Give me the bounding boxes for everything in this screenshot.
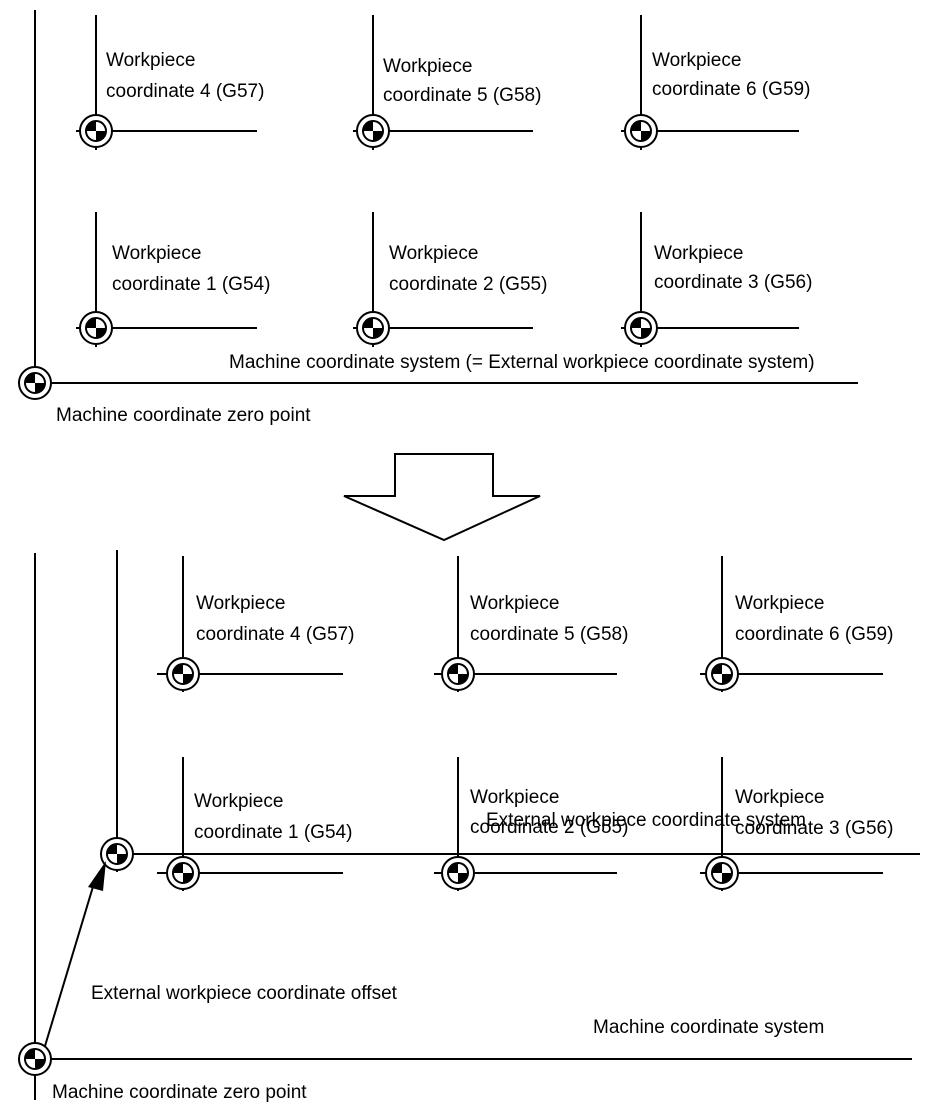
offset-arrow-head-icon: [88, 861, 106, 891]
top-machine-zero-icon: [18, 366, 52, 400]
origin-icon: [705, 856, 739, 890]
bottom-machine-system-label: Machine coordinate system: [593, 1017, 824, 1038]
origin-icon: [79, 311, 113, 345]
bottom-machine-zero-label: Machine coordinate zero point: [52, 1082, 307, 1103]
bottom-workpiece-6: Workpiece coordinate 6 (G59): [700, 556, 893, 692]
workpiece-label-line1: Workpiece: [470, 593, 559, 614]
workpiece-label-line2: coordinate 3 (G56): [654, 272, 812, 293]
bottom-workpiece-3: Workpiece coordinate 3 (G56): [700, 757, 893, 891]
workpiece-label-line1: Workpiece: [383, 56, 472, 77]
workpiece-label-line1: Workpiece: [112, 243, 201, 264]
top-workpiece-4: Workpiece coordinate 4 (G57): [76, 15, 264, 150]
workpiece-label-line2: coordinate 5 (G58): [383, 85, 541, 106]
top-workpiece-6: Workpiece coordinate 6 (G59): [621, 15, 810, 150]
bottom-workpiece-2: Workpiece coordinate 2 (G55): [434, 757, 628, 891]
top-workpiece-2: Workpiece coordinate 2 (G55): [353, 212, 547, 347]
top-machine-system-label: Machine coordinate system (= External wo…: [229, 352, 815, 373]
origin-icon: [166, 657, 200, 691]
workpiece-label-line2: coordinate 2 (G55): [470, 817, 628, 838]
workpiece-label-line2: coordinate 6 (G59): [652, 79, 810, 100]
origin-icon: [79, 114, 113, 148]
workpiece-label-line1: Workpiece: [652, 50, 741, 71]
workpiece-label-line1: Workpiece: [735, 787, 824, 808]
workpiece-label-line2: coordinate 3 (G56): [735, 818, 893, 839]
origin-icon: [705, 657, 739, 691]
top-diagram: Workpiece coordinate 4 (G57) Workpiece c…: [18, 10, 858, 426]
workpiece-label-line1: Workpiece: [389, 243, 478, 264]
top-workpiece-3: Workpiece coordinate 3 (G56): [621, 212, 812, 347]
top-machine-zero-label: Machine coordinate zero point: [56, 405, 311, 426]
origin-icon: [441, 856, 475, 890]
workpiece-label-line2: coordinate 4 (G57): [106, 81, 264, 102]
workpiece-label-line2: coordinate 5 (G58): [470, 624, 628, 645]
origin-icon: [166, 856, 200, 890]
external-zero-icon: [100, 837, 134, 871]
origin-icon: [356, 311, 390, 345]
workpiece-label-line2: coordinate 1 (G54): [194, 822, 352, 843]
offset-arrow-shaft: [44, 879, 96, 1047]
top-workpiece-1: Workpiece coordinate 1 (G54): [76, 212, 270, 347]
origin-icon: [441, 657, 475, 691]
offset-label: External workpiece coordinate offset: [91, 983, 398, 1004]
bottom-diagram: Workpiece coordinate 4 (G57) Workpiece c…: [18, 550, 920, 1103]
workpiece-label-line2: coordinate 1 (G54): [112, 274, 270, 295]
workpiece-label-line1: Workpiece: [654, 243, 743, 264]
workpiece-label-line1: Workpiece: [470, 787, 559, 808]
bottom-workpiece-5: Workpiece coordinate 5 (G58): [434, 556, 628, 692]
origin-icon: [624, 114, 658, 148]
workpiece-label-line1: Workpiece: [196, 593, 285, 614]
origin-icon: [624, 311, 658, 345]
workpiece-label-line1: Workpiece: [106, 50, 195, 71]
bottom-machine-zero-icon: [18, 1042, 52, 1076]
workpiece-label-line1: Workpiece: [194, 791, 283, 812]
origin-icon: [356, 114, 390, 148]
workpiece-label-line2: coordinate 4 (G57): [196, 624, 354, 645]
top-workpiece-5: Workpiece coordinate 5 (G58): [353, 15, 541, 150]
bottom-workpiece-4: Workpiece coordinate 4 (G57): [157, 556, 354, 692]
workpiece-label-line2: coordinate 2 (G55): [389, 274, 547, 295]
workpiece-label-line1: Workpiece: [735, 593, 824, 614]
external-system-label: External workpiece coordinate system: [486, 810, 806, 831]
down-arrow-icon: [343, 453, 541, 542]
bottom-workpiece-1: Workpiece coordinate 1 (G54): [157, 757, 352, 891]
workpiece-label-line2: coordinate 6 (G59): [735, 624, 893, 645]
